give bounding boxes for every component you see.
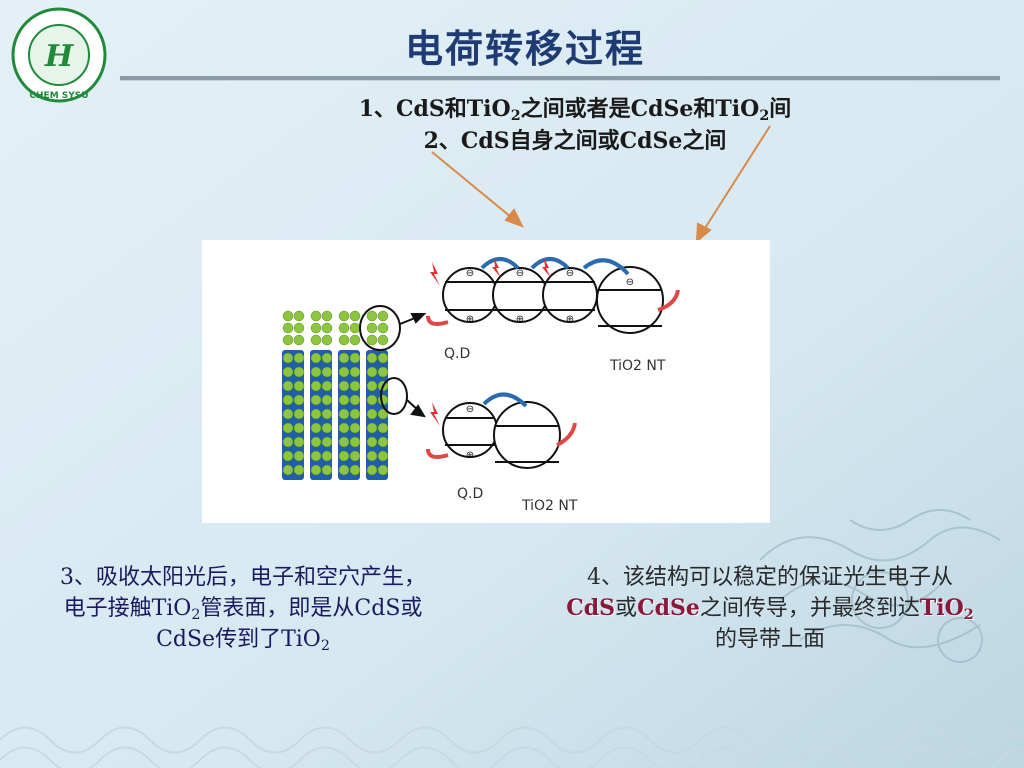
university-logo: H CHEM SYSU <box>11 7 107 103</box>
bottom-energy-chain <box>442 401 561 469</box>
point-1: 1、CdS和TiO2之间或者是CdSe和TiO2间 <box>358 96 792 124</box>
logo-monogram: H <box>44 39 75 74</box>
svg-text:⊖: ⊖ <box>566 268 574 279</box>
svg-text:⊖: ⊖ <box>626 277 634 288</box>
point-2: 2、CdS自身之间或CdSe之间 <box>423 128 727 154</box>
electron-transfer-arrows-top <box>480 257 630 276</box>
figure-diagram: ⊖ ⊖ ⊖ ⊖ ⊕ ⊕ ⊕ Q.D TiO2 NT ⊖ ⊕ <box>282 257 680 514</box>
svg-text:⊕: ⊕ <box>516 314 524 325</box>
title-divider <box>120 76 1000 81</box>
logo-text: CHEM SYSU <box>29 91 88 101</box>
label-qd-top: Q.D <box>444 346 470 362</box>
point-3: 3、吸收太阳光后，电子和空穴产生， 电子接触TiO2管表面，即是从CdS或 Cd… <box>60 565 426 654</box>
quantum-dot-spheres <box>282 310 389 476</box>
term-tio2: TiO2 <box>919 595 974 623</box>
term-cdse: CdSe <box>637 595 700 621</box>
point-4: 4、该结构可以稳定的保证光生电子从 CdS或CdSe之间传导，并最终到达TiO2… <box>566 565 974 652</box>
term-cds: CdS <box>566 595 616 621</box>
label-qd-bottom: Q.D <box>457 486 483 502</box>
zoom-circle-top <box>359 305 401 351</box>
svg-text:⊕: ⊕ <box>466 450 474 461</box>
charge-transfer-figure: ⊖ ⊖ ⊖ ⊖ ⊕ ⊕ ⊕ Q.D TiO2 NT ⊖ ⊕ <box>202 240 770 523</box>
svg-text:⊖: ⊖ <box>466 404 474 415</box>
label-nt-bottom: TiO2 NT <box>521 498 578 514</box>
zoom-circle-bottom <box>380 377 408 415</box>
hole-arrows-top <box>426 289 680 326</box>
label-nt-top: TiO2 NT <box>609 358 666 374</box>
hole-arrows-bottom <box>426 422 577 459</box>
svg-text:⊖: ⊖ <box>466 268 474 279</box>
svg-text:⊖: ⊖ <box>516 268 524 279</box>
electron-transfer-arrow-bottom <box>482 392 528 408</box>
svg-text:⊕: ⊕ <box>566 314 574 325</box>
slide-title: 电荷转移过程 <box>404 27 645 71</box>
svg-text:⊕: ⊕ <box>466 314 474 325</box>
light-flash-icons-top <box>430 258 551 286</box>
